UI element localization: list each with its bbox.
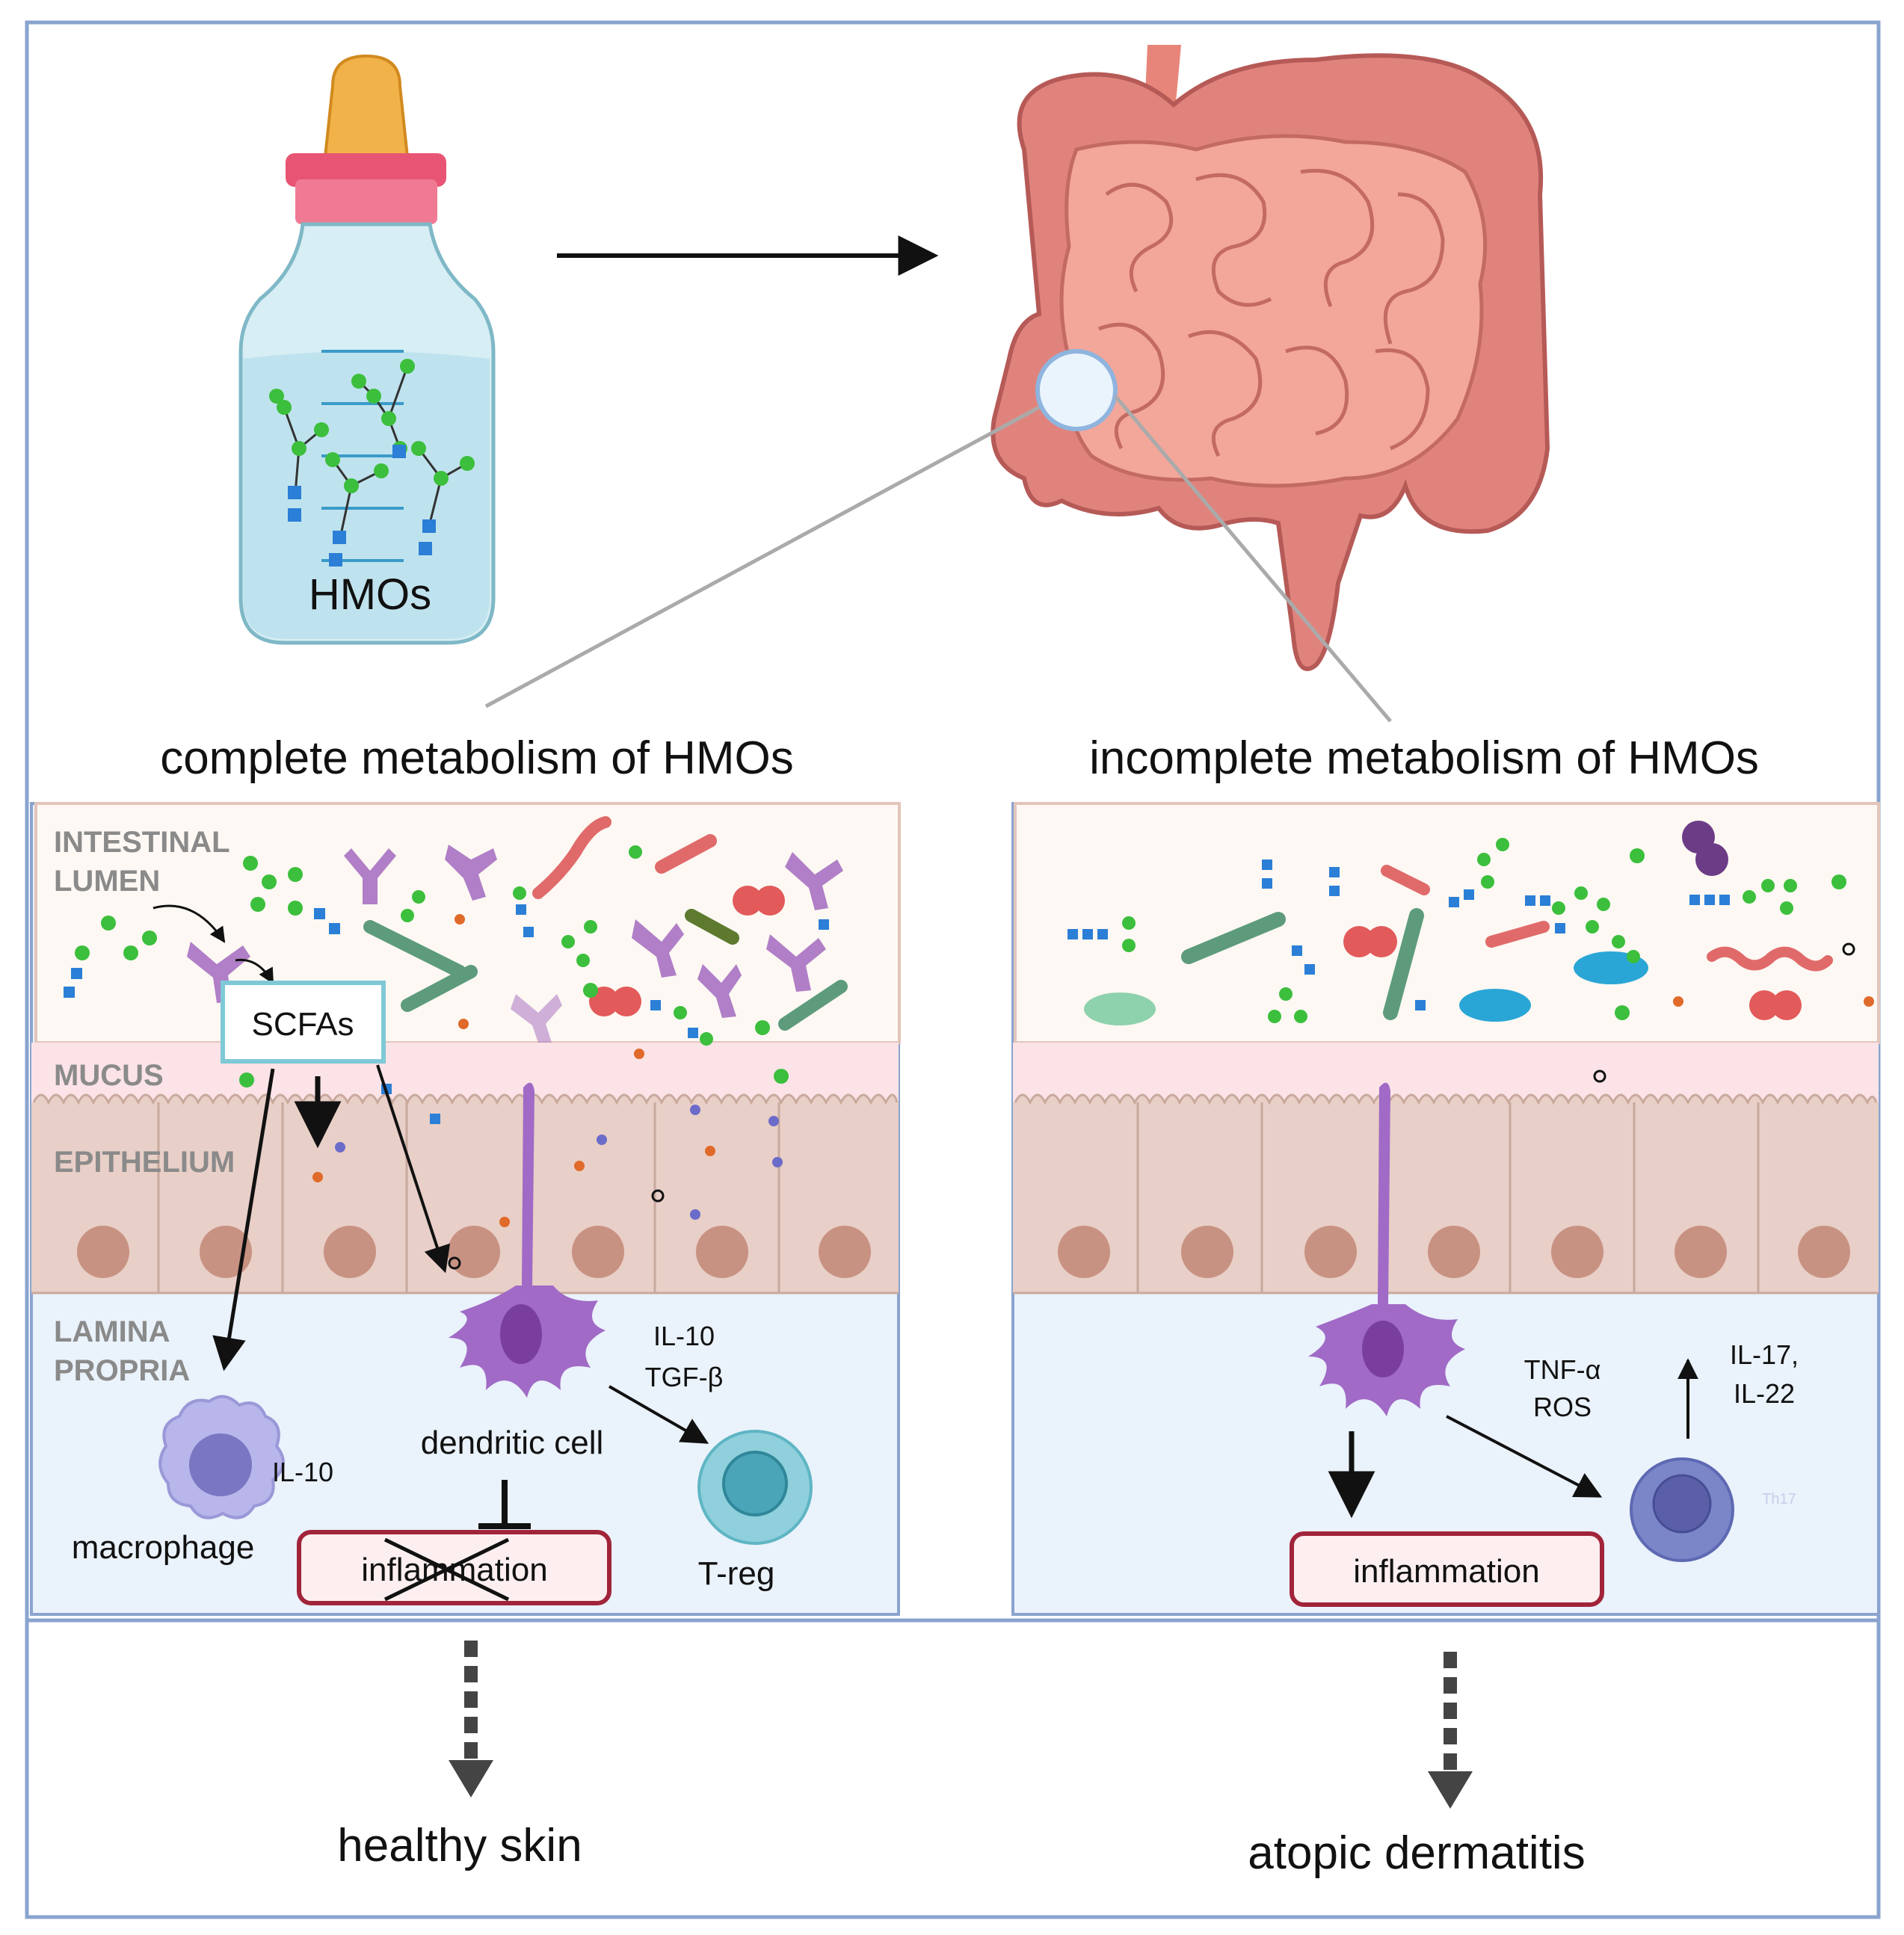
baby-bottle-icon: HMOs — [238, 54, 496, 645]
scfa-to-macrophage-arrow — [212, 1068, 275, 1371]
macrophage-icon — [158, 1395, 285, 1519]
inflammation-cross-2 — [383, 1537, 510, 1602]
treg-cell-icon — [697, 1430, 813, 1545]
right-lumen — [1014, 802, 1880, 1044]
left-outcome: healthy skin — [337, 1820, 582, 1871]
right-lumen-microbes — [1067, 821, 1874, 1083]
layer-label-lumen-1: INTESTINAL — [54, 826, 230, 859]
dc-to-treg-arrow — [609, 1385, 709, 1444]
th17-cell-icon — [1630, 1457, 1734, 1562]
scfa-to-dc-arrow — [376, 1064, 451, 1274]
right-panel: TNF-α ROS Th17 IL-17, IL-22 inflammation — [1011, 802, 1880, 1616]
th17-cytokine-2: IL-22 — [1734, 1378, 1795, 1409]
left-mucus — [31, 1043, 899, 1102]
dc-cytokine-2: TGF-β — [645, 1362, 724, 1392]
scfa-box — [221, 981, 386, 1064]
dendritic-cell-label: dendritic cell — [421, 1425, 604, 1461]
zoom-line-right — [1114, 395, 1392, 723]
right-outcome: atopic dermatitis — [1248, 1827, 1585, 1879]
right-dendritic-cell-icon — [1308, 1082, 1465, 1416]
zoom-lens — [1035, 349, 1118, 431]
bottle-label: HMOs — [309, 570, 431, 619]
right-dc-to-th17-arrow — [1446, 1415, 1603, 1498]
right-dc-cytokine-1: TNF-α — [1524, 1354, 1601, 1385]
right-mucus — [1013, 1043, 1879, 1102]
th17-label: Th17 — [1762, 1491, 1796, 1507]
dendritic-cell-icon — [449, 1082, 606, 1398]
right-inflammation-label: inflammation — [1353, 1553, 1539, 1590]
right-inflammation-box — [1290, 1531, 1604, 1607]
left-lumen-microbes — [64, 816, 848, 1270]
macrophage-cytokine: IL-10 — [272, 1457, 333, 1487]
hmo-to-scfa-arrow-1 — [152, 904, 226, 943]
left-panel: INTESTINAL LUMEN MUCUS EPITHELIUM LAMINA… — [30, 802, 901, 1616]
scfa-label: SCFAs — [252, 1006, 354, 1043]
left-panel-title: complete metabolism of HMOs — [160, 732, 794, 784]
hmo-to-scfa-arrow-2 — [235, 958, 274, 984]
treg-label: T-reg — [698, 1555, 775, 1592]
left-outcome-arrow — [449, 1641, 493, 1797]
right-dc-cytokine-2: ROS — [1533, 1392, 1592, 1422]
left-inflammation-label: inflammation — [361, 1552, 547, 1588]
dc-cytokine-1: IL-10 — [653, 1321, 715, 1351]
macrophage-label: macrophage — [72, 1529, 255, 1566]
zoom-line-left — [484, 405, 1041, 709]
layer-label-lamina-2: PROPRIA — [54, 1354, 190, 1387]
right-outcome-arrow — [1428, 1652, 1473, 1809]
layer-label-lumen-2: LUMEN — [54, 865, 160, 898]
layer-label-mucus: MUCUS — [54, 1059, 164, 1092]
right-panel-title: incomplete metabolism of HMOs — [1089, 732, 1759, 784]
th17-cytokine-1: IL-17, — [1730, 1339, 1799, 1370]
layer-label-epithelium: EPITHELIUM — [54, 1146, 235, 1179]
layer-label-lamina-1: LAMINA — [54, 1315, 170, 1348]
intestine-icon — [990, 45, 1550, 671]
